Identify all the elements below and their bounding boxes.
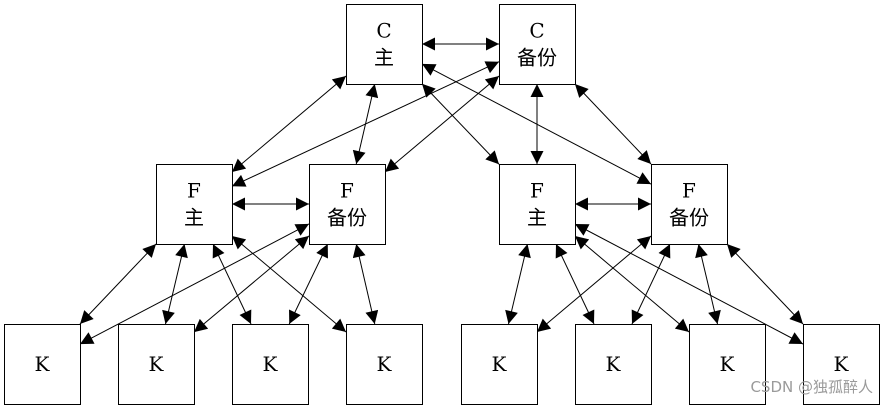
- node-box: [346, 324, 423, 405]
- node-box: [689, 324, 766, 405]
- node-c-primary: C主: [346, 4, 423, 85]
- node-box: [651, 164, 728, 245]
- node-label: F: [682, 179, 696, 203]
- node-label: 主: [184, 206, 204, 230]
- node-box: [499, 164, 576, 245]
- node-box: [309, 164, 386, 245]
- arrow-c-backup-f1-backup: [384, 75, 500, 173]
- node-label: 备份: [517, 46, 557, 70]
- node-label: 主: [527, 206, 547, 230]
- node-k1: K: [4, 324, 81, 405]
- arrow-f1-primary-k4: [231, 235, 347, 333]
- node-label: C: [376, 19, 391, 43]
- watermark-text: CSDN @独孤醉人: [750, 378, 873, 396]
- node-f2-primary: F主: [499, 164, 576, 245]
- node-k3: K: [232, 324, 309, 405]
- arrow-f2-primary-k7: [574, 235, 690, 333]
- arrow-f1-primary-k2: [162, 243, 188, 325]
- node-k6: K: [575, 324, 652, 405]
- arrow-f2-primary-k6: [555, 243, 595, 325]
- arrow-f1-backup-k4: [352, 243, 379, 325]
- node-f2-backup: F 备份: [651, 164, 728, 245]
- node-k2: K: [118, 324, 195, 405]
- node-box: [4, 324, 81, 405]
- node-f1-primary: F主: [156, 164, 233, 245]
- node-label: K: [834, 352, 850, 376]
- node-k8: K: [803, 324, 880, 405]
- node-label: K: [35, 352, 51, 376]
- node-label: K: [720, 352, 736, 376]
- node-k7: K: [689, 324, 766, 405]
- node-box: [346, 4, 423, 85]
- node-label: C: [529, 19, 544, 43]
- arrow-c-primary-f2-primary: [421, 83, 500, 165]
- arrow-f2-backup-k6: [631, 243, 671, 325]
- node-label: 备份: [327, 206, 367, 230]
- arrow-f1-backup-k3: [288, 243, 329, 325]
- node-label: 主: [374, 46, 394, 70]
- node-label: K: [606, 352, 622, 376]
- arrow-c-primary-f1-primary: [231, 75, 347, 173]
- node-label: K: [377, 352, 393, 376]
- arrow-f2-backup-k8: [726, 243, 804, 325]
- arrow-f1-primary-k1: [79, 243, 157, 325]
- node-box: [118, 324, 195, 405]
- node-box: [461, 324, 538, 405]
- node-c-backup: C 备份: [499, 4, 576, 85]
- node-k5: K: [461, 324, 538, 405]
- node-label: K: [492, 352, 508, 376]
- node-label: F: [340, 179, 354, 203]
- node-box: [575, 324, 652, 405]
- arrow-f2-primary-k5: [505, 243, 531, 325]
- arrow-c-backup-f2-backup: [574, 83, 652, 165]
- arrow-f2-backup-k5: [536, 235, 652, 333]
- node-box: [499, 4, 576, 85]
- node-box: [156, 164, 233, 245]
- node-label: F: [530, 179, 544, 203]
- node-label: K: [149, 352, 165, 376]
- node-f1-backup: F 备份: [309, 164, 386, 245]
- node-box: [803, 324, 880, 405]
- arrow-f2-backup-k7: [695, 243, 721, 325]
- node-box: [232, 324, 309, 405]
- node-label: 备份: [669, 206, 709, 230]
- node-label: F: [187, 179, 201, 203]
- node-label: K: [263, 352, 279, 376]
- node-k4: K: [346, 324, 423, 405]
